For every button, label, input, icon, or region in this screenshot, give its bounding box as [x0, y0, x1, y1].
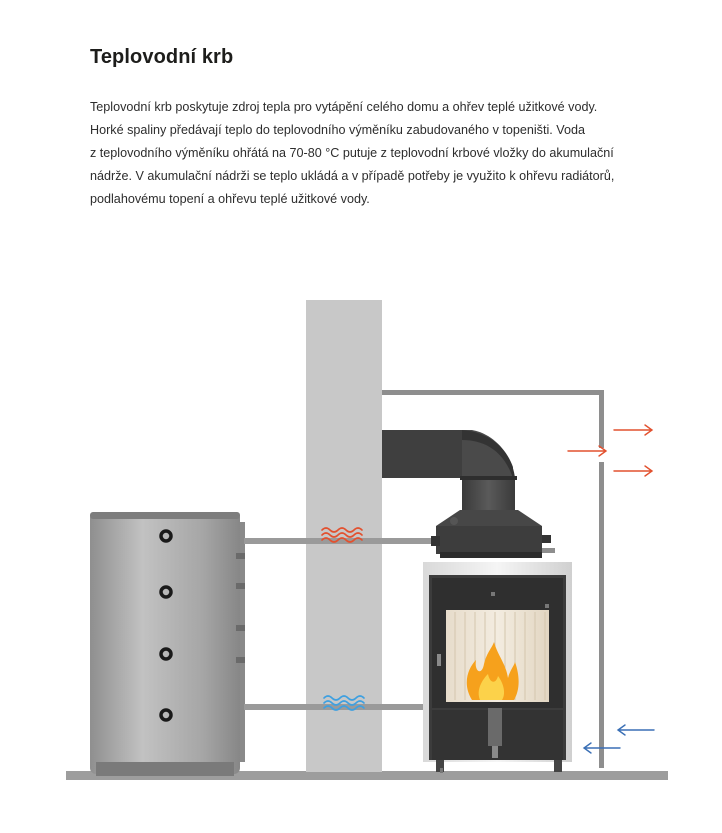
accumulation-tank	[90, 512, 245, 776]
description: Teplovodní krb poskytuje zdroj tepla pro…	[90, 96, 690, 211]
heating-diagram	[66, 300, 668, 780]
floor	[66, 771, 668, 780]
description-line: Teplovodní krb poskytuje zdroj tepla pro…	[90, 100, 598, 114]
arrow-right-icon	[613, 465, 654, 477]
wall-column	[306, 300, 382, 772]
cold-water-pipe	[244, 704, 434, 710]
flame-icon	[466, 642, 519, 700]
description-line: Horké spaliny předávají teplo do teplovo…	[90, 123, 585, 137]
arrow-right-icon	[613, 424, 654, 436]
arrow-left-icon	[582, 742, 621, 754]
description-line: podlahovému topení a ohřevu teplé užitko…	[90, 192, 370, 206]
arrow-right-icon	[567, 445, 608, 457]
hot-water-pipe	[244, 538, 440, 544]
tank-port	[159, 529, 173, 722]
stove-hood	[431, 510, 551, 558]
arrow-left-icon	[616, 724, 655, 736]
description-line: z teplovodního výměníku ohřátá na 70-80 …	[90, 146, 614, 160]
flue-pipe	[382, 430, 517, 512]
description-line: nádrže. V akumulační nádrži se teplo ukl…	[90, 169, 615, 183]
hot-wave-icon	[321, 527, 363, 543]
cold-wave-icon	[323, 695, 365, 711]
page-title: Teplovodní krb	[90, 46, 234, 68]
